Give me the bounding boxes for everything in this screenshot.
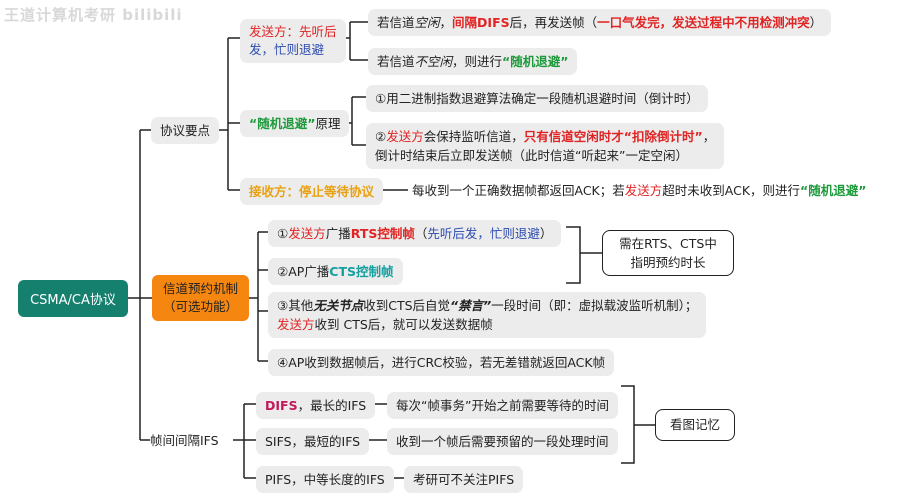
link-protocol bbox=[218, 37, 240, 191]
difs-node: DIFS，最长的IFS bbox=[256, 392, 376, 419]
pifs-node: PIFS，中等长度的IFS bbox=[256, 466, 394, 493]
reservation-item-3: ③其他无关节点收到CTS后自觉“禁言”一段时间（即：虚拟载波监听机制）； 发送方… bbox=[268, 292, 707, 338]
t: 接收方：停止等待协议 bbox=[249, 184, 375, 199]
t: RTS控制帧 bbox=[350, 226, 415, 241]
t: （可选功能） bbox=[162, 299, 238, 314]
t: 每收到一个正确数据帧都返回ACK；若 bbox=[412, 183, 625, 198]
t: 若信道 bbox=[377, 15, 415, 30]
t: 一段时间（即：虚拟载波监听机制）； bbox=[491, 298, 698, 313]
t: 先听后发，忙则退避 bbox=[427, 226, 540, 241]
t: 广播 bbox=[325, 226, 351, 241]
receiver-leaf: 每收到一个正确数据帧都返回ACK；若发送方超时未收到ACK，则进行“随机退避” bbox=[412, 181, 866, 200]
t: DIFS bbox=[265, 398, 298, 413]
t: “随机退避” bbox=[249, 116, 316, 131]
reservation-item-1: ①发送方广播RTS控制帧（先听后发，忙则退避） bbox=[268, 220, 562, 247]
link-ifs bbox=[233, 403, 256, 479]
sifs-node: SIFS，最短的IFS bbox=[256, 428, 370, 455]
t: 间隔DIFS bbox=[452, 15, 510, 30]
t: 空闲 bbox=[414, 15, 440, 30]
sender-label-2: 发，忙则退避 bbox=[249, 42, 325, 57]
t: “禁言” bbox=[450, 298, 492, 313]
sender-label-1: 发送方：先听后 bbox=[249, 24, 337, 39]
t: ① bbox=[277, 226, 289, 241]
link-reservation bbox=[249, 231, 268, 362]
bracket-ifs bbox=[621, 385, 655, 464]
rts-cts-note: 需在RTS、CTS中 指明预约时长 bbox=[602, 230, 734, 276]
ifs-note: 看图记忆 bbox=[655, 409, 735, 441]
pifs-desc: 考研可不关注PIFS bbox=[404, 466, 524, 493]
t: ②AP广播 bbox=[277, 264, 330, 279]
t: 指明预约时长 bbox=[630, 255, 706, 270]
t: 发送方 bbox=[386, 129, 424, 144]
t: 收到 CTS后，就可以发送数据帧 bbox=[314, 317, 493, 332]
t: 无关节点 bbox=[313, 298, 364, 313]
reservation-item-2: ②AP广播CTS控制帧 bbox=[268, 258, 403, 285]
reservation-node: 信道预约机制 （可选功能） bbox=[152, 275, 249, 321]
receiver-node: 接收方：停止等待协议 bbox=[240, 178, 384, 205]
t: 信道预约机制 bbox=[162, 281, 238, 296]
t: 倒计时结束后立即发送帧（此时信道“听起来”一定空闲） bbox=[375, 148, 688, 163]
root-node: CSMA/CA协议 bbox=[18, 280, 128, 317]
t: ， bbox=[439, 15, 453, 30]
t: 超时未收到ACK，则进行 bbox=[662, 183, 801, 198]
reservation-item-4: ④AP收到数据帧后，进行CRC校验，若无差错就返回ACK帧 bbox=[268, 349, 615, 376]
backoff-leaf-2: ②发送方会保持监听信道，只有信道空闲时才“扣除倒计时”， 倒计时结束后立即发送帧… bbox=[366, 123, 725, 169]
t: 只有信道空闲时才“扣除倒计时” bbox=[523, 129, 703, 144]
t: “随机退避” bbox=[502, 54, 569, 69]
sender-leaf-busy: 若信道不空闲，则进行“随机退避” bbox=[368, 48, 578, 75]
t: 若信道 bbox=[377, 54, 415, 69]
backoff-leaf-1: ①用二进制指数退避算法确定一段随机退避时间（倒计时） bbox=[366, 85, 708, 112]
t: 需在RTS、CTS中 bbox=[619, 236, 717, 251]
sender-leaf-idle: 若信道空闲，间隔DIFS后，再发送帧（一口气发完，发送过程中不用检测冲突） bbox=[368, 9, 832, 36]
ifs-node: 帧间间隔IFS bbox=[150, 433, 219, 448]
sender-node: 发送方：先听后 发，忙则退避 bbox=[240, 19, 346, 63]
t: 不空闲 bbox=[414, 54, 453, 69]
t: ， bbox=[702, 129, 716, 144]
t: ，则进行 bbox=[452, 54, 503, 69]
t: （ bbox=[414, 226, 428, 241]
difs-desc: 每次“帧事务”开始之前需要等待的时间 bbox=[387, 392, 618, 419]
link-root bbox=[128, 129, 152, 441]
t: 后，再发送帧（ bbox=[509, 15, 598, 30]
t: 一口气发完，发送过程中不用检测冲突 bbox=[597, 15, 810, 30]
t: 收到CTS后自觉 bbox=[363, 298, 451, 313]
sifs-desc: 收到一个帧后需要预留的一段处理时间 bbox=[387, 428, 618, 455]
t: ③其他 bbox=[277, 298, 314, 313]
t: 发送方 bbox=[624, 183, 663, 198]
t: 发送方 bbox=[277, 317, 315, 332]
bracket-rts-cts bbox=[566, 226, 602, 284]
t: ，最长的IFS bbox=[297, 398, 367, 413]
t: 原理 bbox=[315, 116, 341, 131]
t: “随机退避” bbox=[800, 183, 867, 198]
t: 发送方 bbox=[288, 226, 326, 241]
t: 会保持监听信道， bbox=[423, 129, 524, 144]
t: ② bbox=[375, 129, 387, 144]
watermark: 王道计算机考研 bilibili bbox=[4, 6, 183, 24]
protocol-node: 协议要点 bbox=[151, 117, 220, 144]
backoff-node: “随机退避”原理 bbox=[240, 110, 350, 137]
t: CTS控制帧 bbox=[329, 264, 394, 279]
t: ） bbox=[809, 15, 823, 30]
t: ） bbox=[539, 226, 553, 241]
